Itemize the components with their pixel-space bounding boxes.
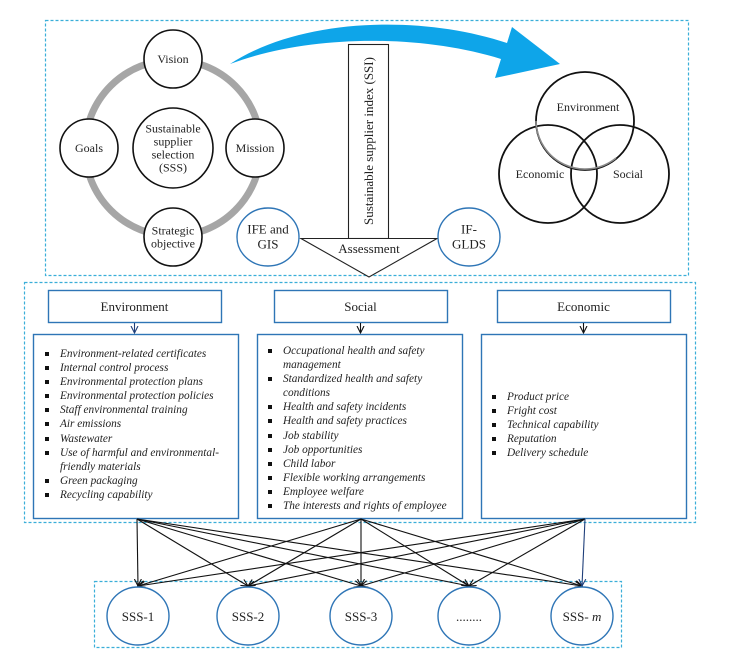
criteria-header-box (47, 289, 223, 324)
criteria-item: Health and safety incidents (265, 400, 460, 414)
venn-label-environment: Environment (557, 100, 620, 114)
connector-arrow-environment-to-supplier-4 (136, 518, 469, 586)
criteria-header-box (273, 289, 449, 324)
criteria-header-title: Social (344, 299, 377, 314)
criteria-item: Job stability (265, 429, 460, 443)
criteria-item: Wastewater (42, 432, 237, 446)
criteria-column-social: Social (256, 289, 464, 520)
criteria-item: Fright cost (489, 404, 684, 418)
cycle-node-label: Vision (157, 52, 188, 66)
assessment-label: Assessment (338, 241, 400, 256)
social-criteria-list: Occupational health and safety managemen… (265, 344, 460, 513)
venn-label-social: Social (613, 167, 644, 181)
supplier-label: SSS-1 (122, 609, 155, 624)
connector-arrow-economic-to-supplier-4 (469, 518, 586, 586)
connector-arrow-economic-to-supplier-3 (361, 518, 586, 586)
criteria-column-environment: Environment (32, 289, 240, 520)
connector-arrow-economic-to-supplier-5 (582, 518, 585, 586)
criteria-panel-border (23, 281, 697, 524)
criteria-list-box (256, 333, 464, 520)
criteria-item: Health and safety practices (265, 414, 460, 428)
criteria-item: Environmental protection policies (42, 389, 237, 403)
criteria-item: Delivery schedule (489, 446, 684, 460)
supplier-node-4: ........ (437, 586, 501, 646)
criteria-item: Environment-related certificates (42, 347, 237, 361)
criteria-header-title: Environment (101, 299, 169, 314)
criteria-list-box (32, 333, 240, 520)
cycle-node-mission: Mission (225, 118, 285, 178)
connector-arrow-economic-to-supplier-2 (248, 518, 586, 586)
ssi-bar (347, 43, 390, 240)
venn-diagram: Environment Economic Social (498, 71, 670, 224)
criteria-item: Flexible working arrangements (265, 471, 460, 485)
criteria-item: Child labor (265, 457, 460, 471)
method-node-label: IF-GLDS (452, 222, 486, 252)
supplier-label: SSS-3 (345, 609, 378, 624)
criteria-header-title: Economic (557, 299, 610, 314)
venn-circle-economic (498, 124, 598, 224)
criteria-item: Job opportunities (265, 443, 460, 457)
criteria-item: Technical capability (489, 418, 684, 432)
ssi-label: Sustainable supplier index (SSI) (361, 57, 376, 225)
supplier-node-5: SSS- m (550, 586, 614, 646)
criteria-list-box (480, 333, 688, 520)
venn-circle-social (570, 124, 670, 224)
supplier-label: SSS-2 (232, 609, 265, 624)
cycle-node-label: Mission (236, 141, 275, 155)
supplier-label: SSS- m (563, 609, 602, 624)
criteria-item: Product price (489, 390, 684, 404)
criteria-header-box (496, 289, 672, 324)
cycle-node-label: Goals (75, 141, 103, 155)
connector-arrow-economic-to-supplier-1 (138, 518, 586, 586)
supplier-label: ........ (456, 609, 482, 624)
criteria-item: Environmental protection plans (42, 375, 237, 389)
big-curved-arrow (230, 24, 560, 78)
cycle-node-goals: Goals (59, 118, 119, 178)
criteria-item: Staff environmental training (42, 403, 237, 417)
connector-arrow-environment-to-supplier-2 (136, 518, 248, 586)
criteria-item: Use of harmful and environmental-friendl… (42, 446, 237, 474)
criteria-item: Green packaging (42, 474, 237, 488)
criteria-item: Internal control process (42, 361, 237, 375)
criteria-item: The interests and rights of employee (265, 499, 460, 513)
cycle-node-vision: Vision (143, 29, 203, 89)
connector-arrow-social-to-supplier-1 (138, 518, 362, 586)
connector-arrow-environment-to-supplier-1 (137, 518, 138, 586)
assessment-triangle (298, 237, 440, 278)
supplier-node-3: SSS-3 (329, 586, 393, 646)
connector-arrow-social-to-supplier-2 (248, 518, 362, 586)
suppliers-panel-border (93, 580, 623, 649)
criteria-item: Occupational health and safety managemen… (265, 344, 460, 372)
supplier-node-2: SSS-2 (216, 586, 280, 646)
criteria-item: Reputation (489, 432, 684, 446)
criteria-item: Standardized health and safety condition… (265, 372, 460, 400)
method-node-if-glds: IF-GLDS (437, 207, 501, 267)
supplier-node-1: SSS-1 (106, 586, 170, 646)
criteria-item: Employee welfare (265, 485, 460, 499)
top-panel-border (44, 19, 690, 277)
venn-label-economic: Economic (516, 167, 565, 181)
criteria-column-economic: Economic (480, 289, 688, 520)
criteria-item: Recycling capability (42, 488, 237, 502)
criteria-item: Air emissions (42, 417, 237, 431)
